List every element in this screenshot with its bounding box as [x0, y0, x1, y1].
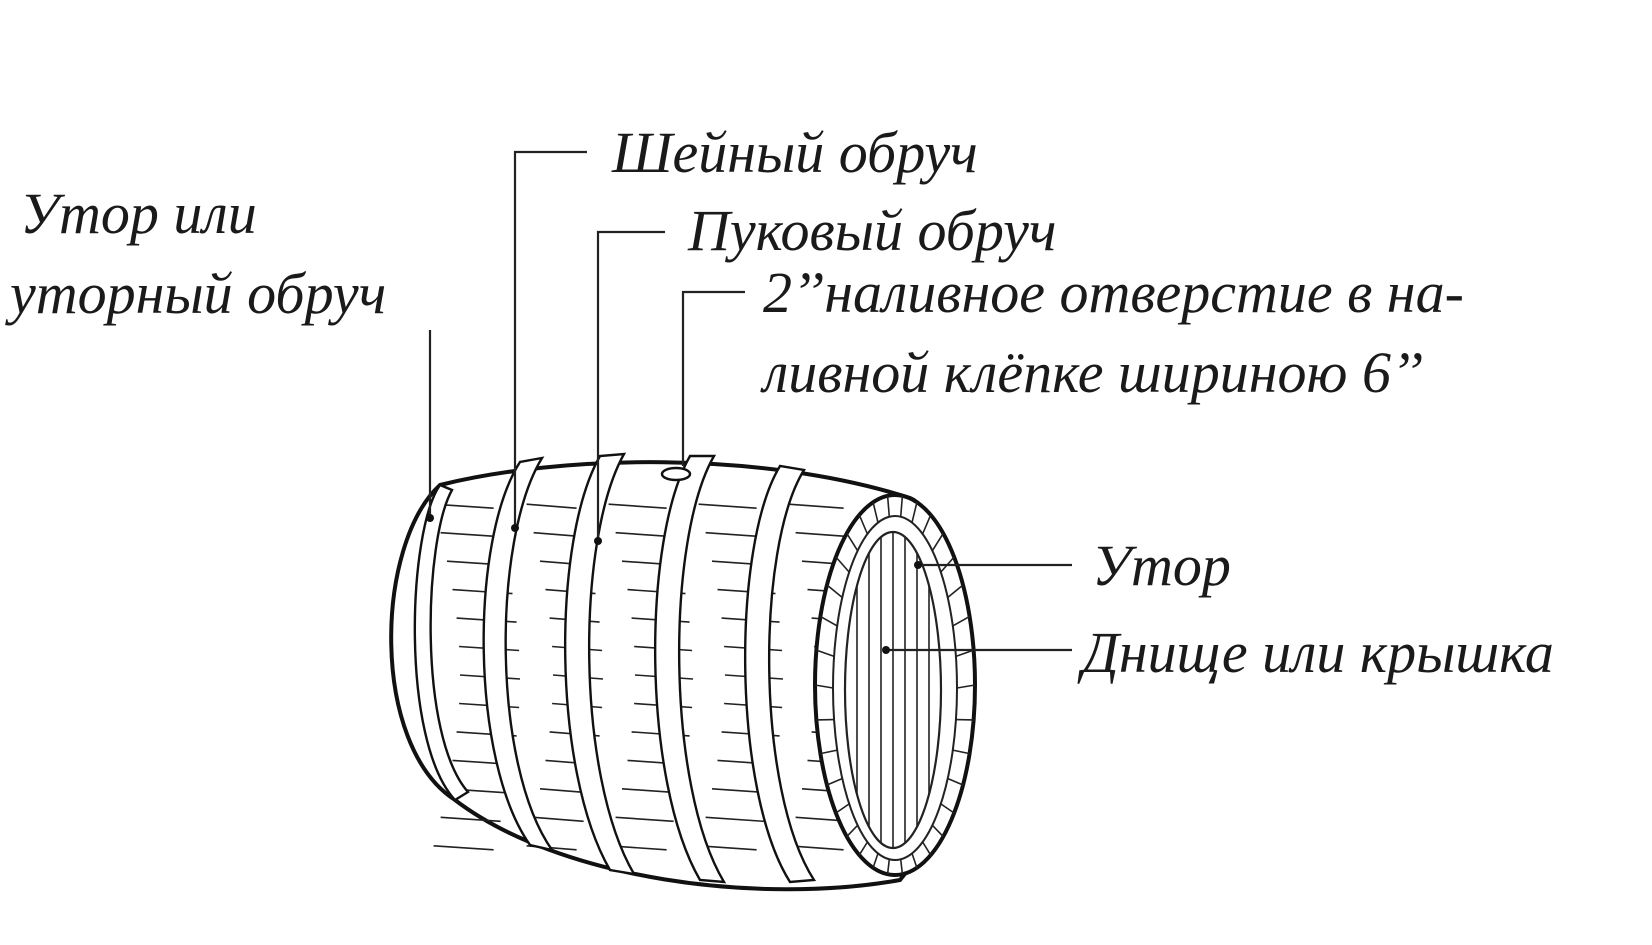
chime-tick	[952, 749, 970, 755]
bunghole	[660, 466, 692, 482]
stave-joint	[526, 503, 577, 509]
leader-bunghole	[681, 290, 745, 466]
chime-tick	[814, 684, 834, 689]
chime-tick	[911, 502, 918, 523]
stave-joint	[440, 531, 501, 538]
label-bunghole-line2: ливной клёпке шириною 6’’	[760, 340, 1423, 405]
chime-tick	[947, 777, 964, 786]
hoops	[413, 452, 817, 884]
leader-dot-head	[882, 646, 890, 654]
stave-joint	[615, 816, 674, 823]
stave-joint	[533, 816, 584, 823]
stave-joint	[705, 816, 764, 823]
leader-dot-chime	[914, 561, 922, 569]
neck-hoop-right	[744, 464, 817, 884]
chime-tick	[940, 803, 955, 814]
chime-tick	[899, 859, 904, 875]
chime-tick	[846, 532, 859, 552]
stave-joint	[433, 845, 494, 851]
leader-lines	[426, 150, 1072, 654]
labels: Утор или уторный обруч Шейный обруч Пуко…	[5, 120, 1554, 685]
chime-tick	[816, 649, 835, 658]
leader-dot-chime-hoop	[426, 514, 434, 522]
chime-hoop-left	[413, 483, 470, 802]
chime-tick	[858, 841, 869, 856]
chime-tick	[956, 684, 976, 689]
chime-tick	[846, 824, 859, 838]
stave-joint	[608, 503, 667, 509]
label-chime: Утор	[1092, 533, 1231, 598]
stave-joint	[698, 503, 757, 509]
chime-tick	[931, 532, 944, 552]
chime-tick	[955, 649, 974, 658]
barrel	[389, 452, 977, 892]
leader-dot-bilge-hoop	[594, 537, 602, 545]
stave-joint	[795, 531, 851, 538]
label-chime-hoop-line2: уторный обруч	[5, 261, 386, 326]
chime-tick	[820, 749, 838, 755]
leader-dot-neck-hoop	[511, 524, 519, 532]
head-boards	[856, 532, 930, 848]
label-chime-hoop-line1: Утор или	[20, 181, 257, 246]
chime-tick	[872, 502, 879, 523]
chime-tick	[952, 615, 970, 627]
chime-tick	[820, 615, 838, 627]
chime-tick	[826, 777, 843, 786]
barrel-head-end	[813, 493, 977, 877]
chime-tick	[947, 584, 964, 599]
label-bunghole-line1: 2’’наливное отверстие в на-	[763, 260, 1464, 325]
stave-joint	[705, 531, 764, 538]
chime-tick	[886, 495, 891, 517]
label-neck-hoop: Шейный обруч	[611, 120, 978, 185]
label-bilge-hoop: Пуковый обруч	[687, 198, 1057, 263]
bilge-hoop-1	[564, 452, 637, 876]
chime-tick	[826, 584, 843, 599]
leader-bilge-hoop	[596, 230, 665, 538]
stave-joint	[788, 503, 844, 509]
chime-tick	[931, 824, 944, 838]
chime-tick	[886, 859, 891, 875]
chime-tick	[858, 514, 869, 535]
neck-hoop	[482, 456, 555, 852]
chime-tick	[835, 803, 850, 814]
chime-tick	[899, 495, 904, 517]
chime-tick	[872, 853, 879, 868]
stave-joint	[440, 816, 501, 823]
leader-neck-hoop	[513, 150, 587, 525]
chime-tick	[921, 841, 932, 856]
chime-tick	[835, 556, 850, 573]
chime-tick	[911, 853, 918, 868]
chime-tick	[921, 514, 932, 535]
label-head: Днище или крышка	[1077, 620, 1554, 685]
bilge-hoop-2	[654, 454, 727, 884]
